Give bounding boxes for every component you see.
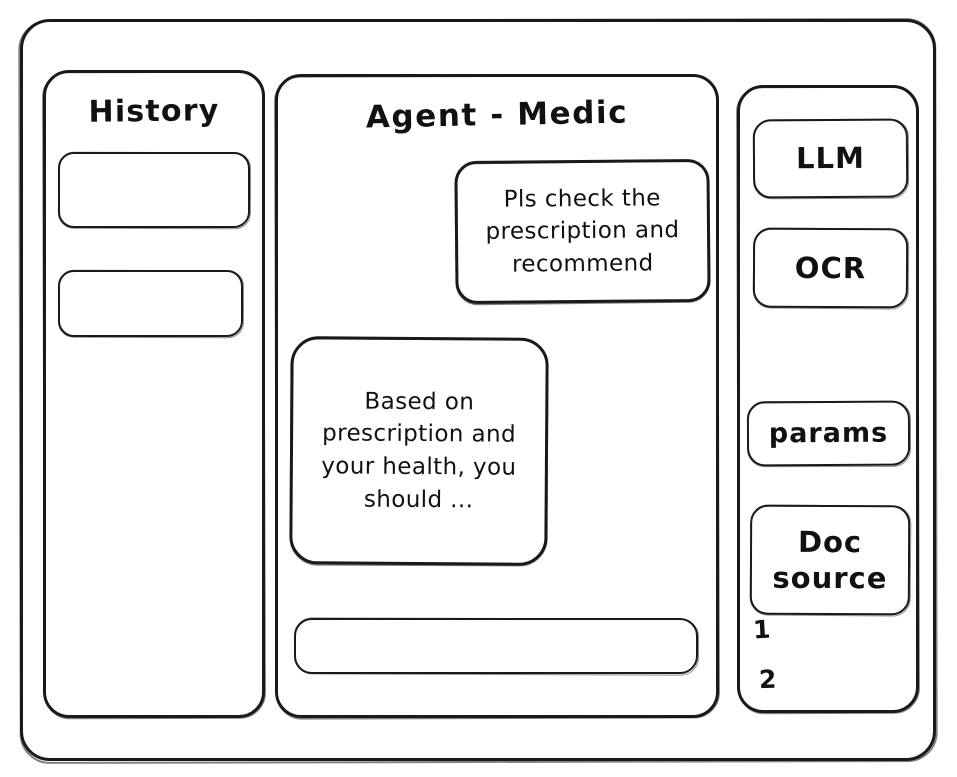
doc-source-ref-2[interactable]: 2 xyxy=(758,664,778,695)
history-panel-title: History xyxy=(88,93,220,130)
assistant-message-bubble: Based on prescription and your health, y… xyxy=(289,336,549,566)
tool-card-ocr[interactable]: OCR xyxy=(752,227,909,309)
doc-source-line-1: Doc xyxy=(797,524,863,559)
tools-panel xyxy=(737,85,919,713)
app-window-frame xyxy=(20,19,936,761)
message-input[interactable] xyxy=(294,618,698,674)
agent-chat-panel xyxy=(275,74,719,718)
doc-source-ref-1[interactable]: 1 xyxy=(752,614,772,645)
history-list-item[interactable] xyxy=(58,152,250,228)
history-panel xyxy=(43,70,265,718)
tool-card-doc-source[interactable]: Doc source xyxy=(749,504,911,616)
user-message-bubble: Pls check the prescription and recommend xyxy=(454,158,711,305)
tool-card-params[interactable]: params xyxy=(746,400,911,467)
tool-card-llm[interactable]: LLM xyxy=(752,118,909,199)
doc-source-line-2: source xyxy=(772,560,888,596)
history-list-item[interactable] xyxy=(58,270,243,337)
